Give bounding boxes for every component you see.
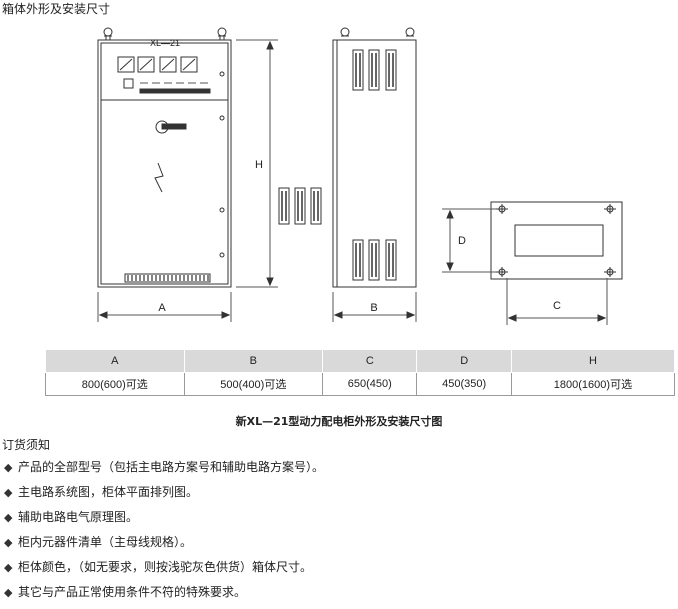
section-heading: 箱体外形及安装尺寸 bbox=[2, 2, 111, 16]
column-header: H bbox=[510, 349, 676, 373]
figure-caption: 新XL—21型动力配电柜外形及安装尺寸图 bbox=[235, 415, 443, 428]
vent-grille-detail bbox=[278, 187, 322, 225]
order-notes-list: ◆ 产品的全部型号（包括主电路方案号和辅助电路方案号）。 ◆ 主电路系统图，柜体平面… bbox=[4, 459, 324, 609]
list-item-text: 其它与产品正常使用条件不符的特殊要求。 bbox=[18, 585, 247, 599]
dimension-label-b: B bbox=[370, 302, 377, 314]
table-cell: 450(350) bbox=[416, 372, 512, 396]
cabinet-drawing: XL—21 A H bbox=[97, 27, 623, 325]
lifting-eye-icon bbox=[340, 27, 350, 37]
table-cell: 650(450) bbox=[322, 372, 418, 396]
list-item: ◆ 主电路系统图，柜体平面排列图。 bbox=[4, 484, 324, 509]
dimension-label-h: H bbox=[255, 159, 263, 171]
list-item: ◆ 辅助电路电气原理图。 bbox=[4, 509, 324, 534]
list-item-text: 辅助电路电气原理图。 bbox=[18, 510, 139, 524]
plan-view bbox=[442, 201, 623, 325]
dimension-label-c: C bbox=[553, 300, 561, 312]
list-item-text: 柜体颜色，（如无要求，则按浅驼灰色供货）箱体尺寸。 bbox=[18, 560, 313, 574]
table-cell: 500(400)可选 bbox=[183, 372, 324, 396]
mounting-hole-icon bbox=[496, 204, 508, 214]
table-cell: 800(600)可选 bbox=[45, 372, 185, 396]
dimension-label-d: D bbox=[458, 235, 466, 247]
dimension-label-a: A bbox=[158, 302, 166, 314]
list-item-text: 产品的全部型号（包括主电路方案号和辅助电路方案号）。 bbox=[18, 460, 325, 474]
mounting-hole-icon bbox=[496, 267, 508, 277]
diamond-bullet-icon: ◆ bbox=[4, 461, 13, 474]
order-notes-title: 订货须知 bbox=[2, 438, 51, 452]
side-view bbox=[332, 27, 417, 322]
front-view bbox=[97, 27, 278, 322]
column-header: D bbox=[416, 349, 512, 373]
lifting-eye-icon bbox=[405, 27, 415, 37]
table-row: 800(600)可选 500(400)可选 650(450) 450(350) … bbox=[45, 372, 676, 396]
mounting-hole-icon bbox=[604, 204, 616, 214]
table-cell: 1800(1600)可选 bbox=[510, 372, 676, 396]
list-item: ◆ 产品的全部型号（包括主电路方案号和辅助电路方案号）。 bbox=[4, 459, 324, 484]
diamond-bullet-icon: ◆ bbox=[4, 486, 13, 499]
list-item-text: 主电路系统图，柜体平面排列图。 bbox=[18, 485, 199, 499]
diamond-bullet-icon: ◆ bbox=[4, 586, 13, 599]
mounting-hole-icon bbox=[604, 267, 616, 277]
diamond-bullet-icon: ◆ bbox=[4, 536, 13, 549]
column-header: B bbox=[183, 349, 324, 373]
lifting-eye-icon bbox=[103, 27, 113, 40]
column-header: C bbox=[322, 349, 418, 373]
table-header-row: A B C D H bbox=[45, 349, 676, 373]
column-header: A bbox=[45, 349, 185, 373]
diamond-bullet-icon: ◆ bbox=[4, 511, 13, 524]
diamond-bullet-icon: ◆ bbox=[4, 561, 13, 574]
list-item: ◆ 其它与产品正常使用条件不符的特殊要求。 bbox=[4, 584, 324, 609]
dimension-table: A B C D H 800(600)可选 500(400)可选 650(450)… bbox=[45, 349, 676, 396]
panel-title: XL—21 bbox=[150, 38, 180, 48]
list-item: ◆ 柜内元器件清单（主母线规格）。 bbox=[4, 534, 324, 559]
list-item: ◆ 柜体颜色，（如无要求，则按浅驼灰色供货）箱体尺寸。 bbox=[4, 559, 324, 584]
list-item-text: 柜内元器件清单（主母线规格）。 bbox=[18, 535, 193, 549]
lifting-eye-icon bbox=[217, 27, 227, 40]
